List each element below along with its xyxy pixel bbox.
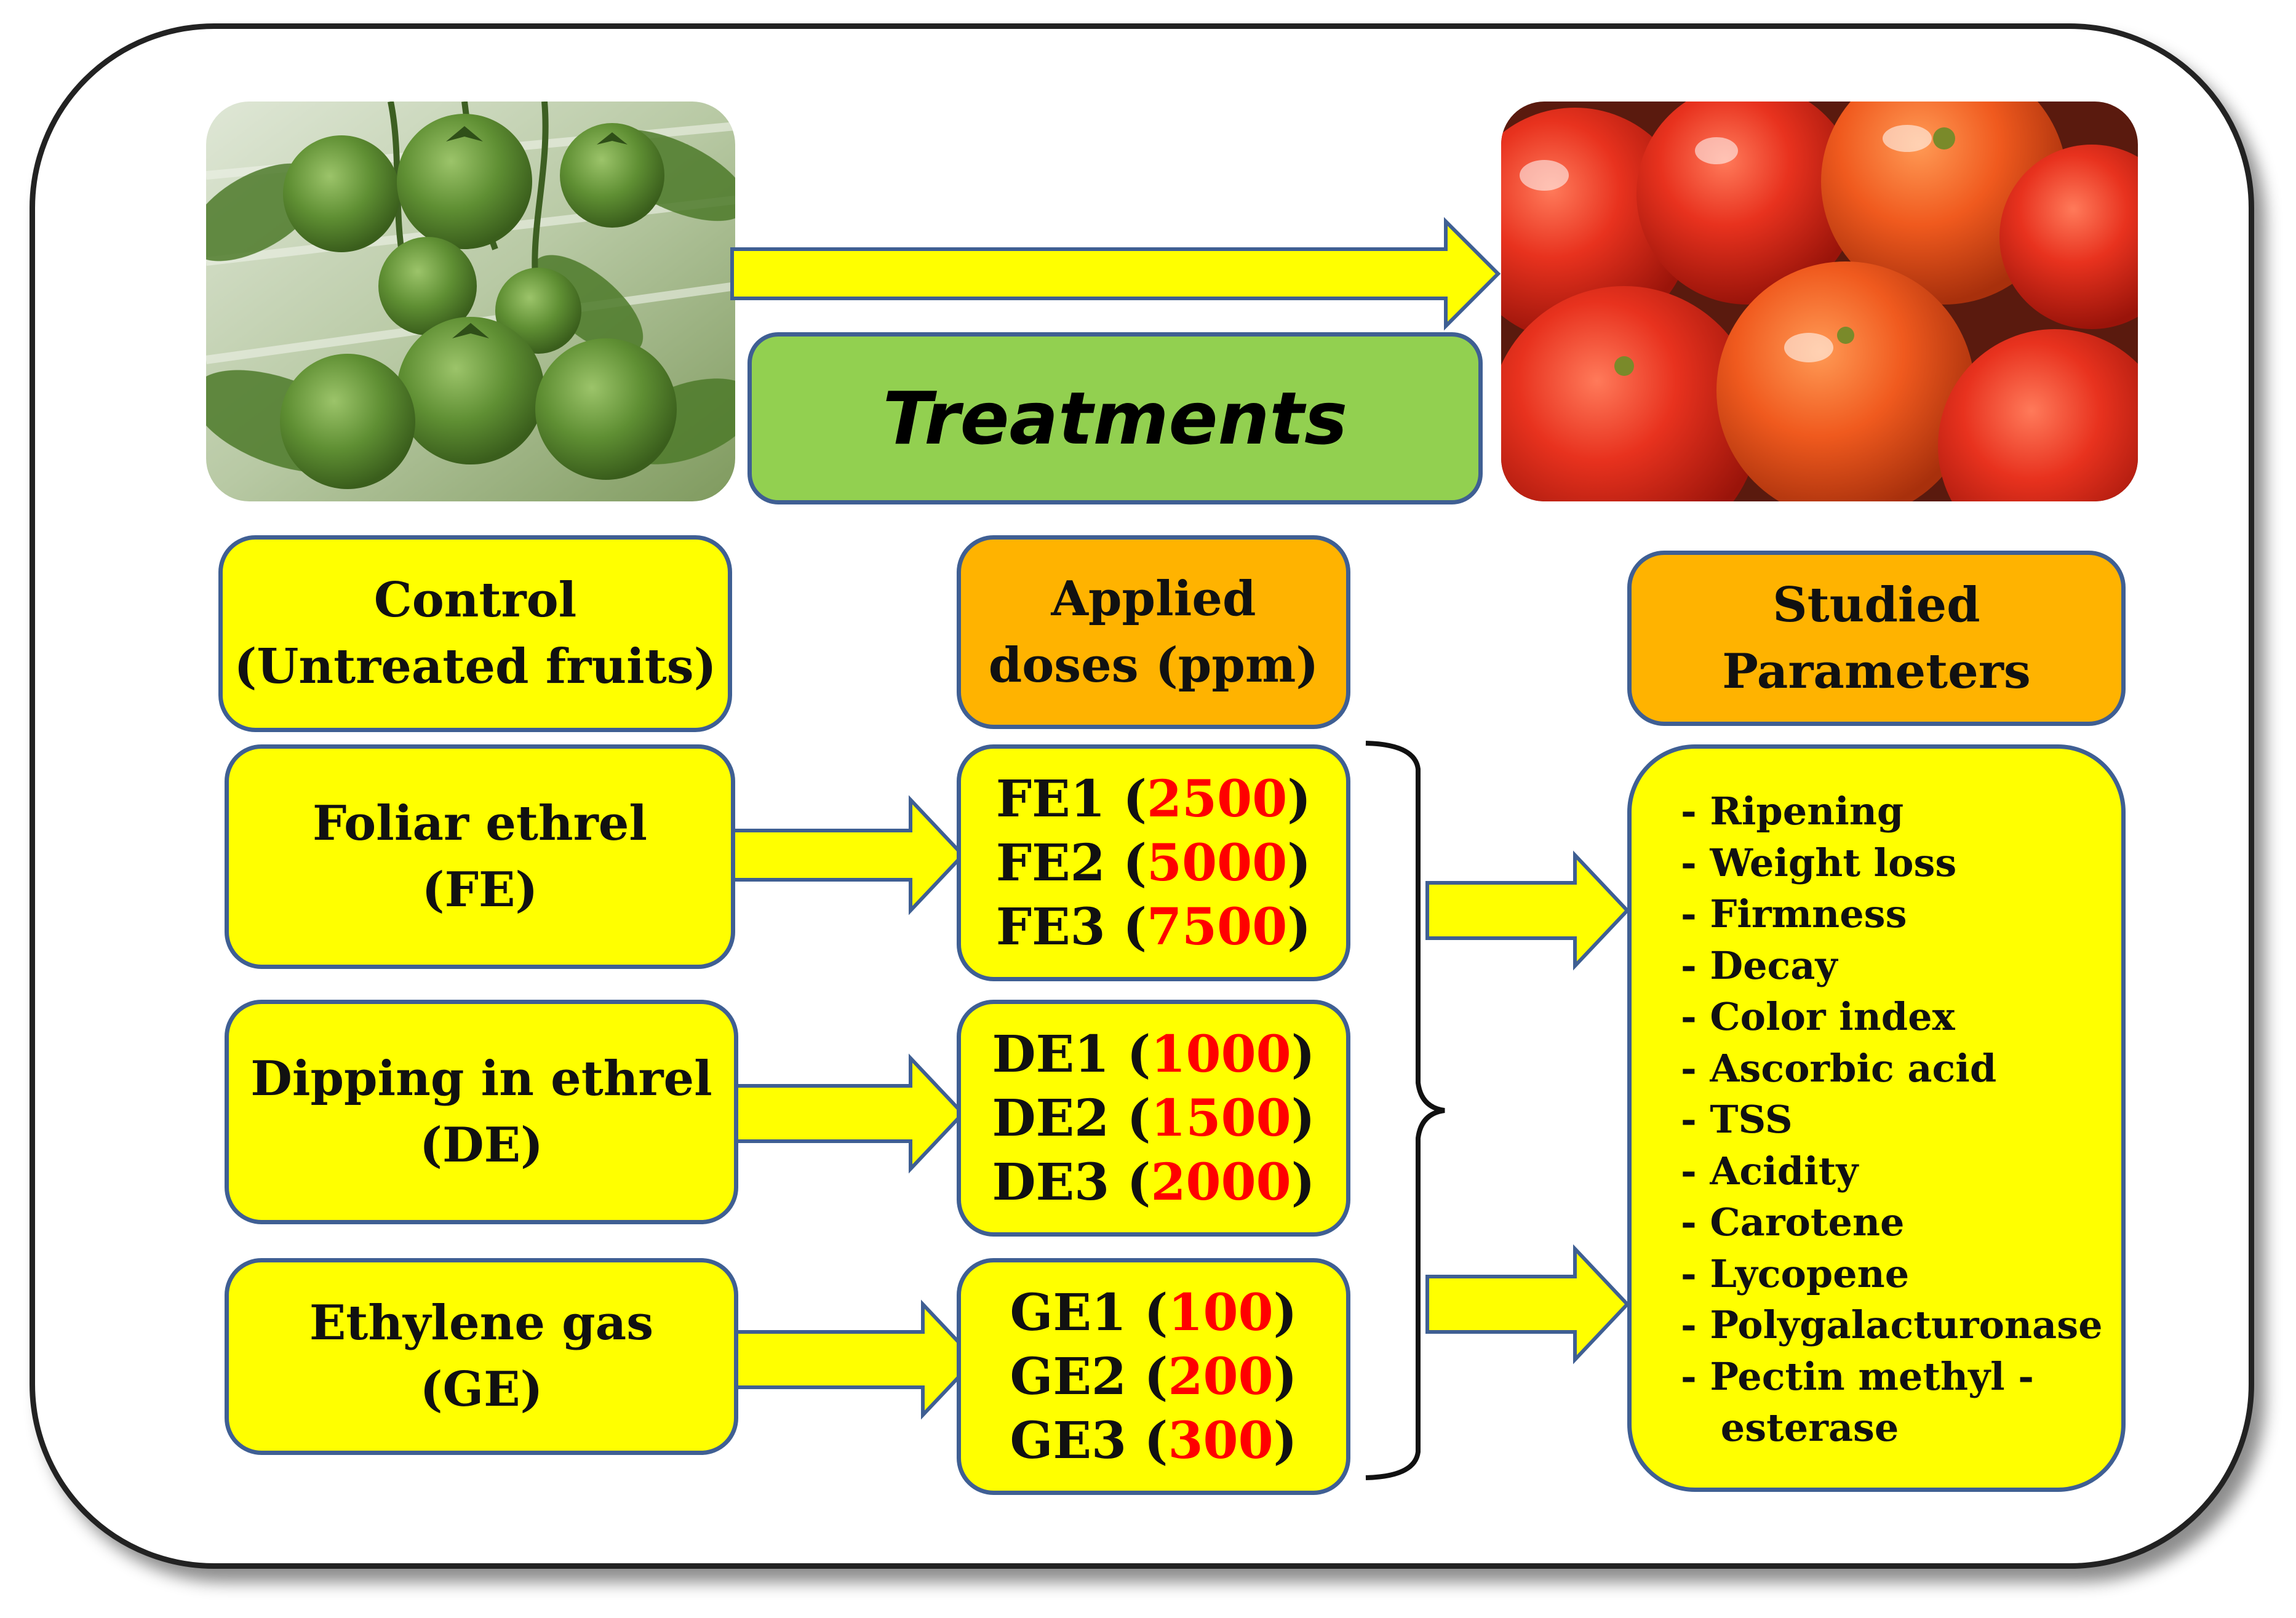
- arrow-bracket-to-params-upper: [1425, 850, 1630, 971]
- doses-header-line1: Applied: [1051, 570, 1256, 627]
- params-header-line2: Parameters: [1722, 643, 2031, 699]
- control-box: Control (Untreated fruits): [218, 535, 732, 732]
- method-box-de: Dipping in ethrel (DE): [225, 1000, 738, 1224]
- control-line1: Control: [373, 572, 577, 628]
- param-item: - Decay: [1681, 943, 1838, 988]
- doses-header-box: Applied doses (ppm): [957, 535, 1350, 729]
- param-item: - Weight loss: [1681, 840, 1957, 885]
- method-de-line1: Dipping in ethrel: [250, 1050, 712, 1107]
- dose-ge1: GE1 (100): [1010, 1283, 1297, 1342]
- method-ge-line2: (GE): [420, 1361, 543, 1417]
- parameters-box: - Ripening - Weight loss - Firmness - De…: [1627, 744, 2126, 1492]
- param-item: - Ripening: [1681, 789, 1904, 834]
- dose-fe2: FE2 (5000): [995, 833, 1312, 893]
- param-item: - Ascorbic acid: [1681, 1045, 1997, 1091]
- dose-box-de: DE1 (1000) DE2 (1500) DE3 (2000): [957, 1000, 1350, 1237]
- doses-bracket: [1365, 741, 1445, 1480]
- param-item: - Acidity: [1681, 1148, 1859, 1194]
- arrow-ge-to-doses: [730, 1299, 978, 1420]
- arrow-de-to-doses: [730, 1053, 966, 1174]
- arrow-bracket-to-params-lower: [1425, 1244, 1630, 1365]
- dose-ge2: GE2 (200): [1010, 1347, 1297, 1406]
- param-item: - Lycopene: [1681, 1251, 1910, 1296]
- dose-de1: DE1 (1000): [992, 1024, 1315, 1084]
- dose-de2: DE2 (1500): [992, 1088, 1315, 1148]
- dose-box-ge: GE1 (100) GE2 (200) GE3 (300): [957, 1258, 1350, 1495]
- dose-box-fe: FE1 (2500) FE2 (5000) FE3 (7500): [957, 744, 1350, 981]
- method-fe-line1: Foliar ethrel: [313, 795, 647, 851]
- param-item: - Color index: [1681, 994, 1955, 1039]
- arrow-fe-to-doses: [730, 795, 966, 915]
- treatments-label: Treatments: [882, 376, 1348, 461]
- dose-fe1: FE1 (2500): [995, 769, 1312, 829]
- dose-ge3: GE3 (300): [1010, 1411, 1297, 1470]
- method-ge-line1: Ethylene gas: [309, 1295, 654, 1351]
- param-item: - Pectin methyl -: [1681, 1353, 2034, 1399]
- params-header-line1: Studied: [1772, 576, 1980, 633]
- param-item: - TSS: [1681, 1097, 1793, 1142]
- param-item: - Firmness: [1681, 891, 1907, 936]
- method-fe-line2: (FE): [421, 861, 538, 918]
- treatments-box: Treatments: [747, 332, 1483, 504]
- red-tomatoes-photo: [1501, 102, 2138, 501]
- dose-fe3: FE3 (7500): [995, 897, 1312, 957]
- method-de-line2: (DE): [420, 1117, 543, 1173]
- control-line2: (Untreated fruits): [234, 639, 717, 695]
- green-tomatoes-photo: [206, 102, 735, 501]
- param-item: esterase: [1681, 1405, 1899, 1450]
- top-arrow: [730, 217, 1501, 331]
- params-header-box: Studied Parameters: [1627, 551, 2126, 726]
- param-item: - Polygalacturonase: [1681, 1302, 2103, 1347]
- doses-header-line2: doses (ppm): [988, 637, 1319, 693]
- method-box-fe: Foliar ethrel (FE): [225, 744, 735, 969]
- param-item: - Carotene: [1681, 1200, 1905, 1245]
- dose-de3: DE3 (2000): [992, 1152, 1315, 1212]
- method-box-ge: Ethylene gas (GE): [225, 1258, 738, 1455]
